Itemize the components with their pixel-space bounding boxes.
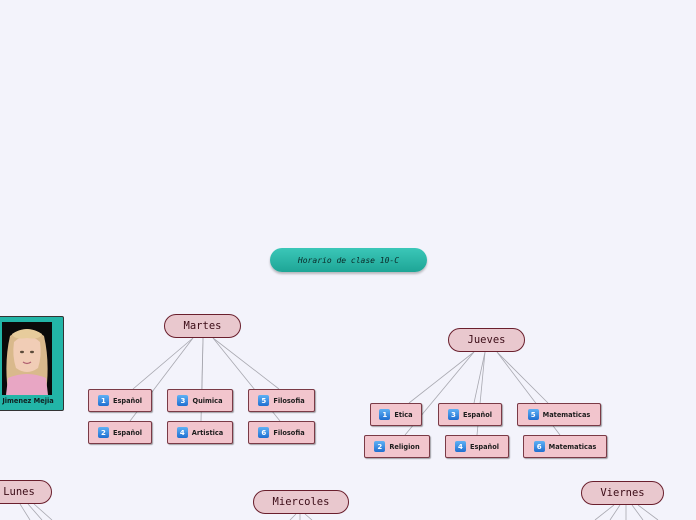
connector-jueves-3 <box>473 351 486 404</box>
connector-lunes-3 <box>33 503 53 520</box>
day-label-viernes: Viernes <box>600 487 645 499</box>
subject-node[interactable]: 5 Filosofia <box>248 389 315 412</box>
photo-card[interactable]: Jimenez Mejia <box>0 316 64 411</box>
subject-node[interactable]: 5 Matematicas <box>517 403 601 426</box>
number-badge: 4 <box>454 441 466 452</box>
number-badge: 5 <box>527 409 539 420</box>
subject-label: Filosofia <box>273 428 305 437</box>
subject-label: Religion <box>389 442 420 451</box>
subject-label: Español <box>112 396 143 405</box>
number-badge: 2 <box>374 441 386 452</box>
day-label-lunes: Lunes <box>3 486 35 498</box>
connector-jueves-5 <box>496 351 549 404</box>
day-label-martes: Martes <box>183 320 222 332</box>
connector-miercoles-3 <box>304 513 313 520</box>
connector-martes-5 <box>212 337 280 390</box>
day-label-jueves: Jueves <box>467 334 506 346</box>
day-node-viernes[interactable]: Viernes <box>581 481 664 505</box>
subject-node[interactable]: 6 Filosofia <box>248 421 315 444</box>
day-node-lunes[interactable]: Lunes <box>0 480 52 504</box>
subject-node[interactable]: 2 Religion <box>364 435 430 458</box>
subject-node[interactable]: 4 Español <box>445 435 509 458</box>
subject-label: Español <box>112 428 143 437</box>
connector-viernes-4 <box>631 504 644 520</box>
subject-label: Filosofia <box>273 396 305 405</box>
connector-lunes-1 <box>19 503 31 520</box>
portrait-image <box>2 322 52 395</box>
subject-label: Matematicas <box>548 442 597 451</box>
root-topic[interactable]: Horario de clase 10-C <box>270 248 427 272</box>
number-badge: 5 <box>258 395 270 406</box>
subject-label: Artistica <box>191 428 224 437</box>
number-badge: 6 <box>533 441 545 452</box>
subject-label: Matematicas <box>542 410 591 419</box>
connector-martes-1 <box>132 337 194 390</box>
root-topic-label: Horario de clase 10-C <box>297 255 400 265</box>
number-badge: 3 <box>177 395 189 406</box>
number-badge: 3 <box>447 409 459 420</box>
day-node-miercoles[interactable]: Miercoles <box>253 490 349 514</box>
subject-label: Español <box>462 410 493 419</box>
number-badge: 1 <box>97 395 109 406</box>
subject-label: Quimica <box>192 396 223 405</box>
connector-viernes-5 <box>637 504 659 520</box>
number-badge: 1 <box>379 409 391 420</box>
subject-label: Etica <box>394 410 413 419</box>
subject-node[interactable]: 6 Matematicas <box>523 435 607 458</box>
subject-node[interactable]: 1 Etica <box>370 403 422 426</box>
connector-viernes-1 <box>594 504 615 520</box>
day-node-jueves[interactable]: Jueves <box>448 328 525 352</box>
photo-caption: Jimenez Mejia <box>2 397 54 405</box>
connector-jueves-1 <box>408 351 475 404</box>
subject-node[interactable]: 2 Español <box>88 421 152 444</box>
subject-node[interactable]: 1 Español <box>88 389 152 412</box>
subject-node[interactable]: 4 Artistica <box>167 421 233 444</box>
day-node-martes[interactable]: Martes <box>164 314 241 338</box>
subject-node[interactable]: 3 Quimica <box>167 389 233 412</box>
connector-miercoles-1 <box>289 513 297 520</box>
day-label-miercoles: Miercoles <box>272 496 330 508</box>
subject-label: Español <box>469 442 500 451</box>
number-badge: 4 <box>176 427 188 438</box>
connector-viernes-2 <box>609 504 621 520</box>
connector-lunes-2 <box>27 503 43 520</box>
number-badge: 2 <box>97 427 109 438</box>
subject-node[interactable]: 3 Español <box>438 403 502 426</box>
number-badge: 6 <box>258 427 270 438</box>
